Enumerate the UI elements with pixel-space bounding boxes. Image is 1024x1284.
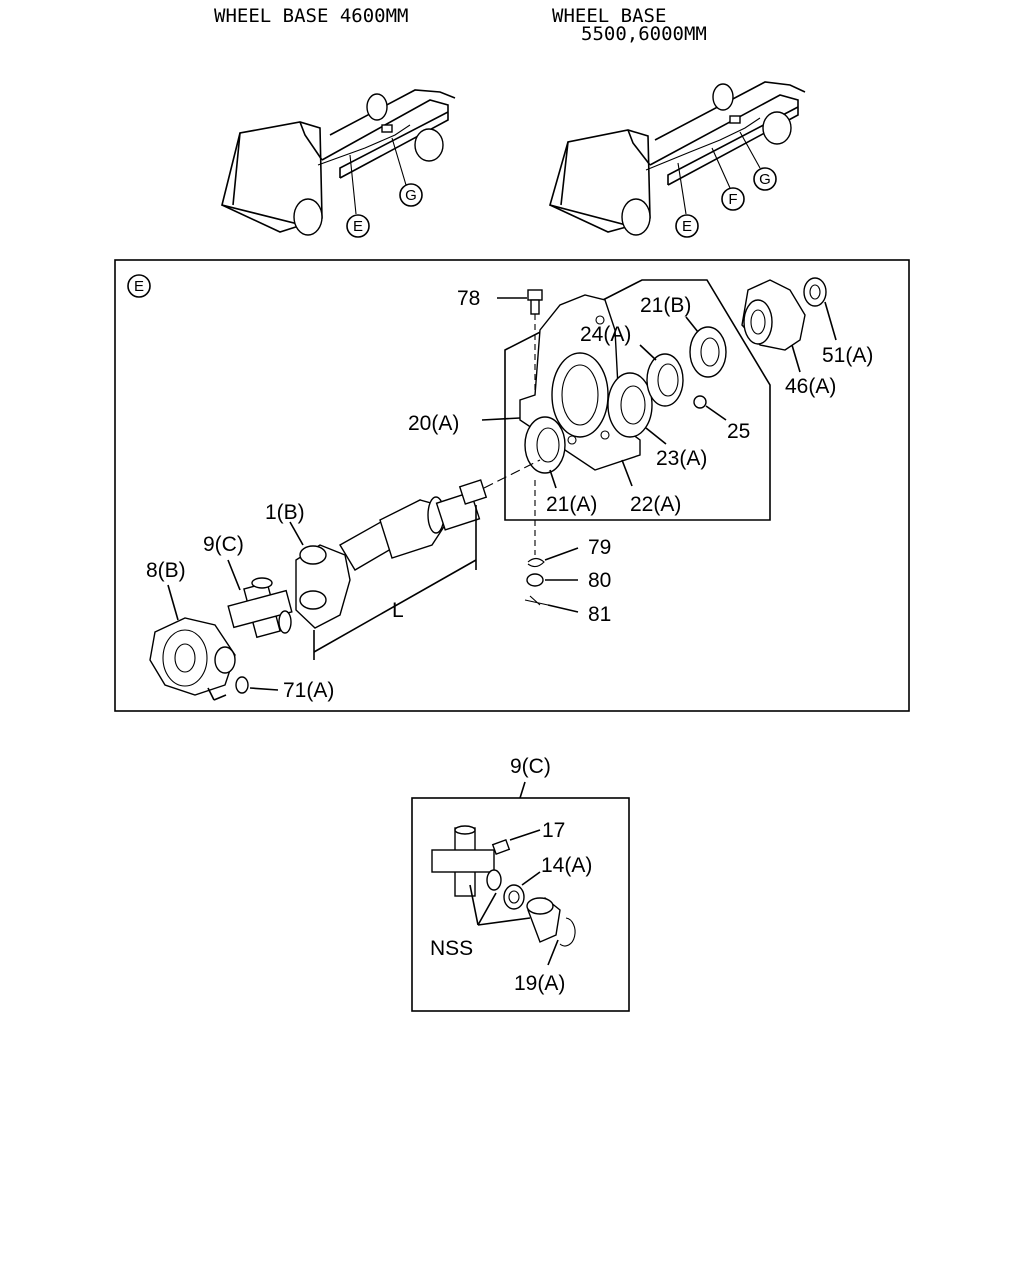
universal-joint-9c — [227, 559, 293, 639]
detail-9c-leader — [519, 781, 526, 799]
seal-21a — [524, 416, 566, 489]
companion-flange-8b — [149, 584, 236, 696]
nut-51a — [803, 277, 837, 341]
marker-f-right: F — [721, 187, 745, 211]
part-label-19a: 19(A) — [514, 972, 565, 995]
svg-text:F: F — [728, 191, 737, 208]
part-label-9c: 9(C) — [203, 533, 244, 556]
propeller-shaft — [339, 459, 541, 571]
grease-fitting-17 — [491, 829, 541, 855]
bearing-group-outline — [504, 279, 771, 521]
bearing-23a — [607, 372, 667, 445]
part-label-24a: 24(A) — [580, 323, 631, 346]
svg-text:E: E — [353, 218, 363, 235]
seal-21b — [685, 316, 727, 378]
part-label-20a: 20(A) — [408, 412, 459, 435]
part-label-21a: 21(A) — [546, 493, 597, 516]
part-label-22a: 22(A) — [630, 493, 681, 516]
part-label-80: 80 — [588, 569, 611, 592]
seal-14a — [503, 871, 541, 910]
truck-illustration-left — [221, 89, 456, 236]
marker-g-right: G — [753, 167, 777, 191]
part-label-51a: 51(A) — [822, 344, 873, 367]
part-label-1b: 1(B) — [265, 501, 305, 524]
part-label-21b: 21(B) — [640, 294, 691, 317]
small-parts-79-81 — [524, 480, 579, 613]
svg-text:G: G — [759, 171, 771, 188]
part-label-23a: 23(A) — [656, 447, 707, 470]
washer-71a — [207, 676, 279, 701]
right-wheelbase-title-line2: 5500,6000MM — [581, 23, 707, 45]
svg-text:E: E — [682, 218, 692, 235]
part-label-17: 17 — [542, 819, 565, 842]
bearing-cup-detail — [526, 897, 561, 943]
right-wheelbase-title-line1: WHEEL BASE — [552, 5, 666, 27]
truck-illustration-right — [549, 81, 806, 236]
detail-9c-title: 9(C) — [510, 755, 551, 778]
part-label-46a: 46(A) — [785, 375, 836, 398]
section-e-marker: E — [127, 274, 151, 298]
part-label-71a: 71(A) — [283, 679, 334, 702]
marker-e-left: E — [346, 214, 370, 238]
length-dimension: L — [313, 505, 477, 660]
flange-46a — [741, 279, 806, 373]
marker-e-right: E — [675, 214, 699, 238]
snap-ring-19a — [547, 917, 576, 966]
detail-9c-frame — [411, 797, 630, 1012]
part-label-79: 79 — [588, 536, 611, 559]
section-e-frame — [114, 259, 910, 712]
part-label-25: 25 — [727, 420, 750, 443]
part-label-nss: NSS — [430, 937, 473, 960]
dimension-label-l: L — [392, 599, 404, 622]
bolt-78 — [497, 289, 543, 400]
part-label-81: 81 — [588, 603, 611, 626]
grease-nipple-25 — [693, 395, 727, 421]
nss-leaders — [469, 884, 531, 926]
leader-22a — [621, 459, 633, 487]
part-label-8b: 8(B) — [146, 559, 186, 582]
slinger-24a — [639, 344, 684, 407]
part-label-14a: 14(A) — [541, 854, 592, 877]
yoke-1b — [289, 521, 351, 629]
left-wheelbase-title: WHEEL BASE 4600MM — [214, 5, 408, 27]
spider-cross-detail — [431, 825, 502, 897]
svg-text:G: G — [405, 187, 417, 204]
marker-g-left: G — [399, 183, 423, 207]
part-label-78: 78 — [457, 287, 480, 310]
svg-text:E: E — [134, 278, 144, 295]
